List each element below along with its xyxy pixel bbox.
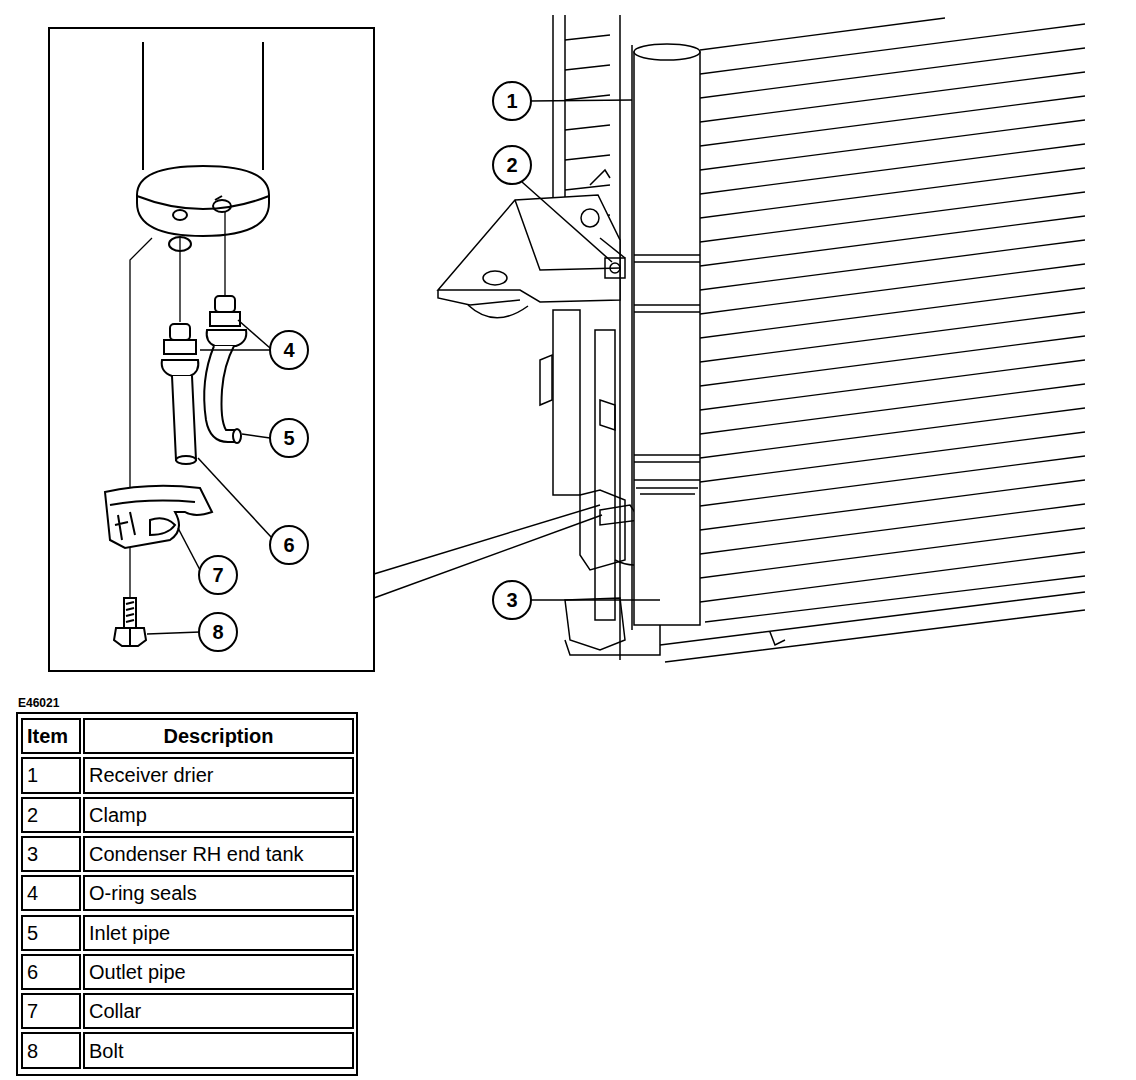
callout-number: 1 <box>506 91 517 111</box>
table-header: Description <box>163 726 273 746</box>
item-number: 8 <box>27 1041 38 1061</box>
callout-circle: 4 <box>269 330 309 370</box>
item-number: 6 <box>27 962 38 982</box>
table-cell: 5 <box>21 915 81 951</box>
item-number: 2 <box>27 805 38 825</box>
table-cell: Description <box>83 718 354 754</box>
condenser-frame <box>660 592 1085 662</box>
item-number: 1 <box>27 765 38 785</box>
inlet-pipe <box>204 296 246 443</box>
figure-id: E46021 <box>18 697 59 709</box>
callout-number: 4 <box>283 340 294 360</box>
table-cell: 3 <box>21 836 81 872</box>
callout-circle: 2 <box>492 145 532 185</box>
receiver-drier <box>600 44 700 625</box>
item-number: 7 <box>27 1001 38 1021</box>
table-cell: 8 <box>21 1032 81 1068</box>
collar <box>105 486 212 548</box>
callout-number: 3 <box>506 590 517 610</box>
item-number: 3 <box>27 844 38 864</box>
table-cell: Receiver drier <box>83 757 354 793</box>
callout-circle: 3 <box>492 580 532 620</box>
part-description: Outlet pipe <box>89 962 186 982</box>
drier-base-detail <box>137 42 269 251</box>
condenser-fins <box>700 18 1085 622</box>
callout-circle: 5 <box>269 418 309 458</box>
bolt <box>114 598 146 646</box>
callout-number: 8 <box>212 622 223 642</box>
callout-circle: 8 <box>198 612 238 652</box>
detail-pointer-line <box>374 515 602 598</box>
table-cell: 1 <box>21 757 81 793</box>
table-outer-border <box>17 713 357 1075</box>
callout-number: 6 <box>283 535 294 555</box>
part-description: Bolt <box>89 1041 123 1061</box>
detail-pointer-line <box>374 505 600 574</box>
part-description: Clamp <box>89 805 147 825</box>
callout-number: 2 <box>506 155 517 175</box>
callout-circle: 1 <box>492 81 532 121</box>
callout-circle: 6 <box>269 525 309 565</box>
mounting-bracket <box>438 170 620 318</box>
item-number: 4 <box>27 883 38 903</box>
table-cell: Bolt <box>83 1032 354 1068</box>
table-header: Item <box>27 726 68 746</box>
item-number: 5 <box>27 923 38 943</box>
table-cell: Inlet pipe <box>83 915 354 951</box>
table-cell: Clamp <box>83 797 354 833</box>
table-cell: 7 <box>21 993 81 1029</box>
part-description: Condenser RH end tank <box>89 844 304 864</box>
callout-circle: 7 <box>198 555 238 595</box>
table-cell: Outlet pipe <box>83 954 354 990</box>
table-cell: Item <box>21 718 81 754</box>
table-cell: Condenser RH end tank <box>83 836 354 872</box>
callout-number: 5 <box>283 428 294 448</box>
table-cell: O-ring seals <box>83 875 354 911</box>
part-description: Receiver drier <box>89 765 213 785</box>
part-description: O-ring seals <box>89 883 197 903</box>
part-description: Collar <box>89 1001 141 1021</box>
leader-lines <box>147 100 660 634</box>
table-cell: 4 <box>21 875 81 911</box>
table-cell: 6 <box>21 954 81 990</box>
part-description: Inlet pipe <box>89 923 170 943</box>
table-cell: 2 <box>21 797 81 833</box>
callout-number: 7 <box>212 565 223 585</box>
detail-frame <box>49 28 374 671</box>
outlet-pipe <box>162 324 199 464</box>
table-cell: Collar <box>83 993 354 1029</box>
